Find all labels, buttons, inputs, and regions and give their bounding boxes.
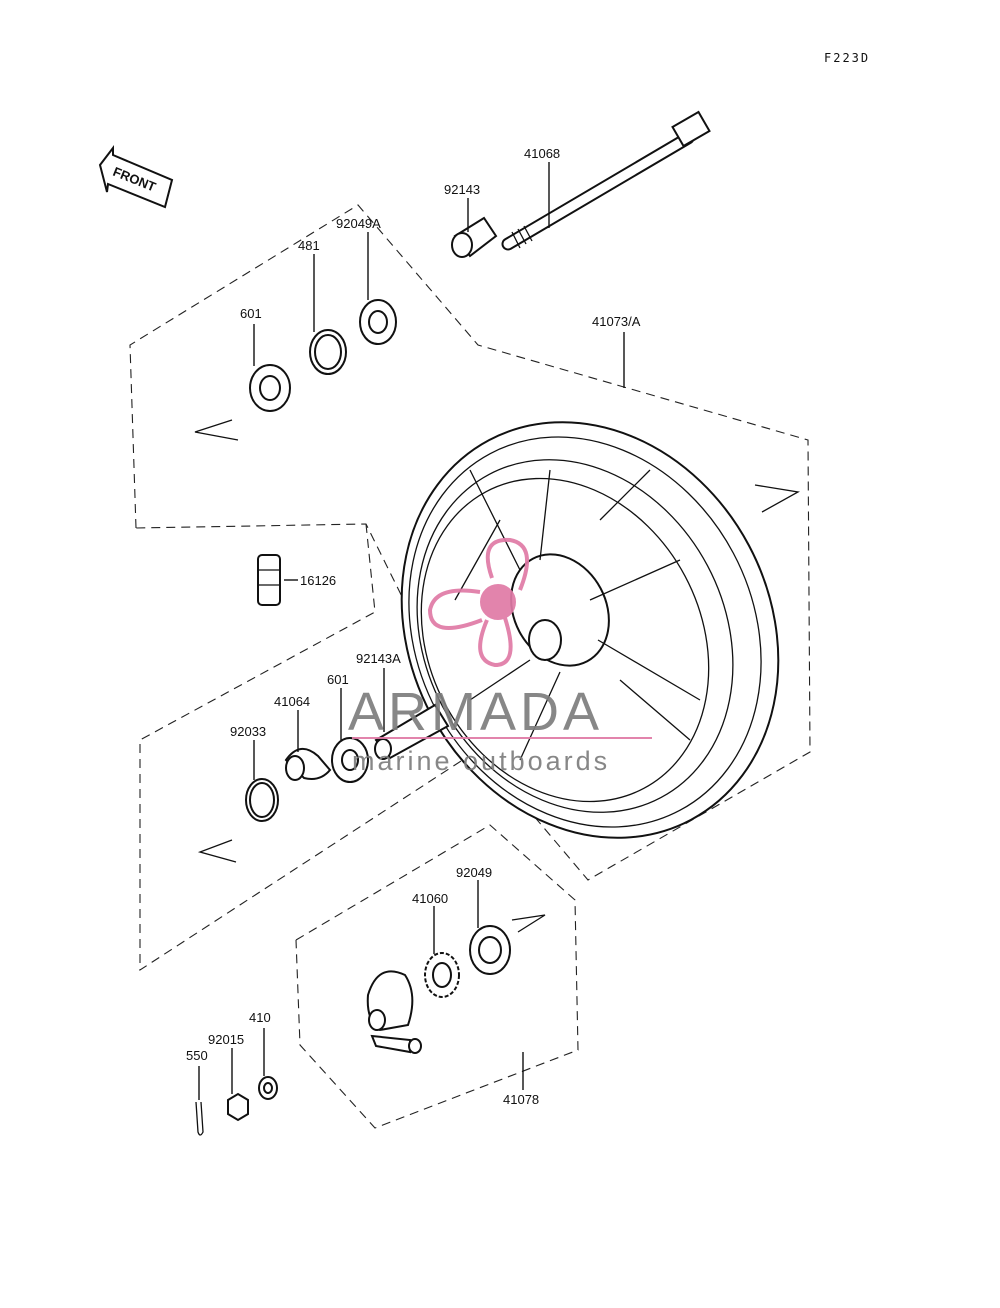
label-bearing-mid: 601 bbox=[327, 672, 349, 687]
label-hub-cap: 41064 bbox=[274, 694, 310, 709]
watermark: ARMADA marine outboards bbox=[348, 537, 652, 776]
watermark-tagline: marine outboards bbox=[352, 746, 610, 776]
oil-seal-top-icon bbox=[359, 299, 397, 345]
gear-housing-icon bbox=[366, 970, 422, 1054]
label-oil-seal-top: 92049A bbox=[336, 216, 381, 231]
hub-cap-icon bbox=[284, 748, 332, 781]
valve-icon bbox=[257, 554, 281, 606]
label-axle: 41068 bbox=[524, 146, 560, 161]
upper-group-outline bbox=[129, 204, 811, 881]
washer-icon bbox=[258, 1076, 278, 1100]
label-washer: 410 bbox=[249, 1010, 271, 1025]
page-code: F223D bbox=[824, 51, 870, 65]
label-oil-seal-bottom: 92049 bbox=[456, 865, 492, 880]
label-gear-housing: 41078 bbox=[503, 1092, 539, 1107]
watermark-brand: ARMADA bbox=[348, 682, 603, 742]
label-wheel: 41073/A bbox=[592, 314, 641, 329]
label-valve: 16126 bbox=[300, 573, 336, 588]
front-arrow-icon: FRONT bbox=[98, 145, 174, 209]
gear-icon bbox=[424, 952, 460, 998]
label-collar-mid: 92143A bbox=[356, 651, 401, 666]
wheel-icon bbox=[400, 421, 780, 839]
circlip-icon bbox=[309, 329, 347, 375]
cotter-pin-icon bbox=[195, 1101, 204, 1136]
axle-icon bbox=[501, 110, 711, 251]
label-cotter-pin: 550 bbox=[186, 1048, 208, 1063]
label-snap-ring: 92033 bbox=[230, 724, 266, 739]
bearing-top-icon bbox=[249, 364, 291, 412]
lower-group-outline bbox=[295, 824, 579, 1129]
label-circlip: 481 bbox=[298, 238, 320, 253]
collar-top-icon bbox=[451, 216, 498, 258]
label-bearing-top: 601 bbox=[240, 306, 262, 321]
watermark-logo-icon bbox=[427, 537, 529, 668]
nut-icon bbox=[227, 1092, 249, 1122]
label-nut: 92015 bbox=[208, 1032, 244, 1047]
middle-group-outline bbox=[139, 523, 479, 972]
label-gear: 41060 bbox=[412, 891, 448, 906]
label-collar-top: 92143 bbox=[444, 182, 480, 197]
direction-markers bbox=[194, 419, 800, 933]
collar-mid-icon bbox=[374, 703, 450, 760]
bearing-mid-icon bbox=[331, 737, 369, 783]
snap-ring-icon bbox=[245, 778, 279, 822]
oil-seal-bottom-icon bbox=[469, 925, 511, 975]
